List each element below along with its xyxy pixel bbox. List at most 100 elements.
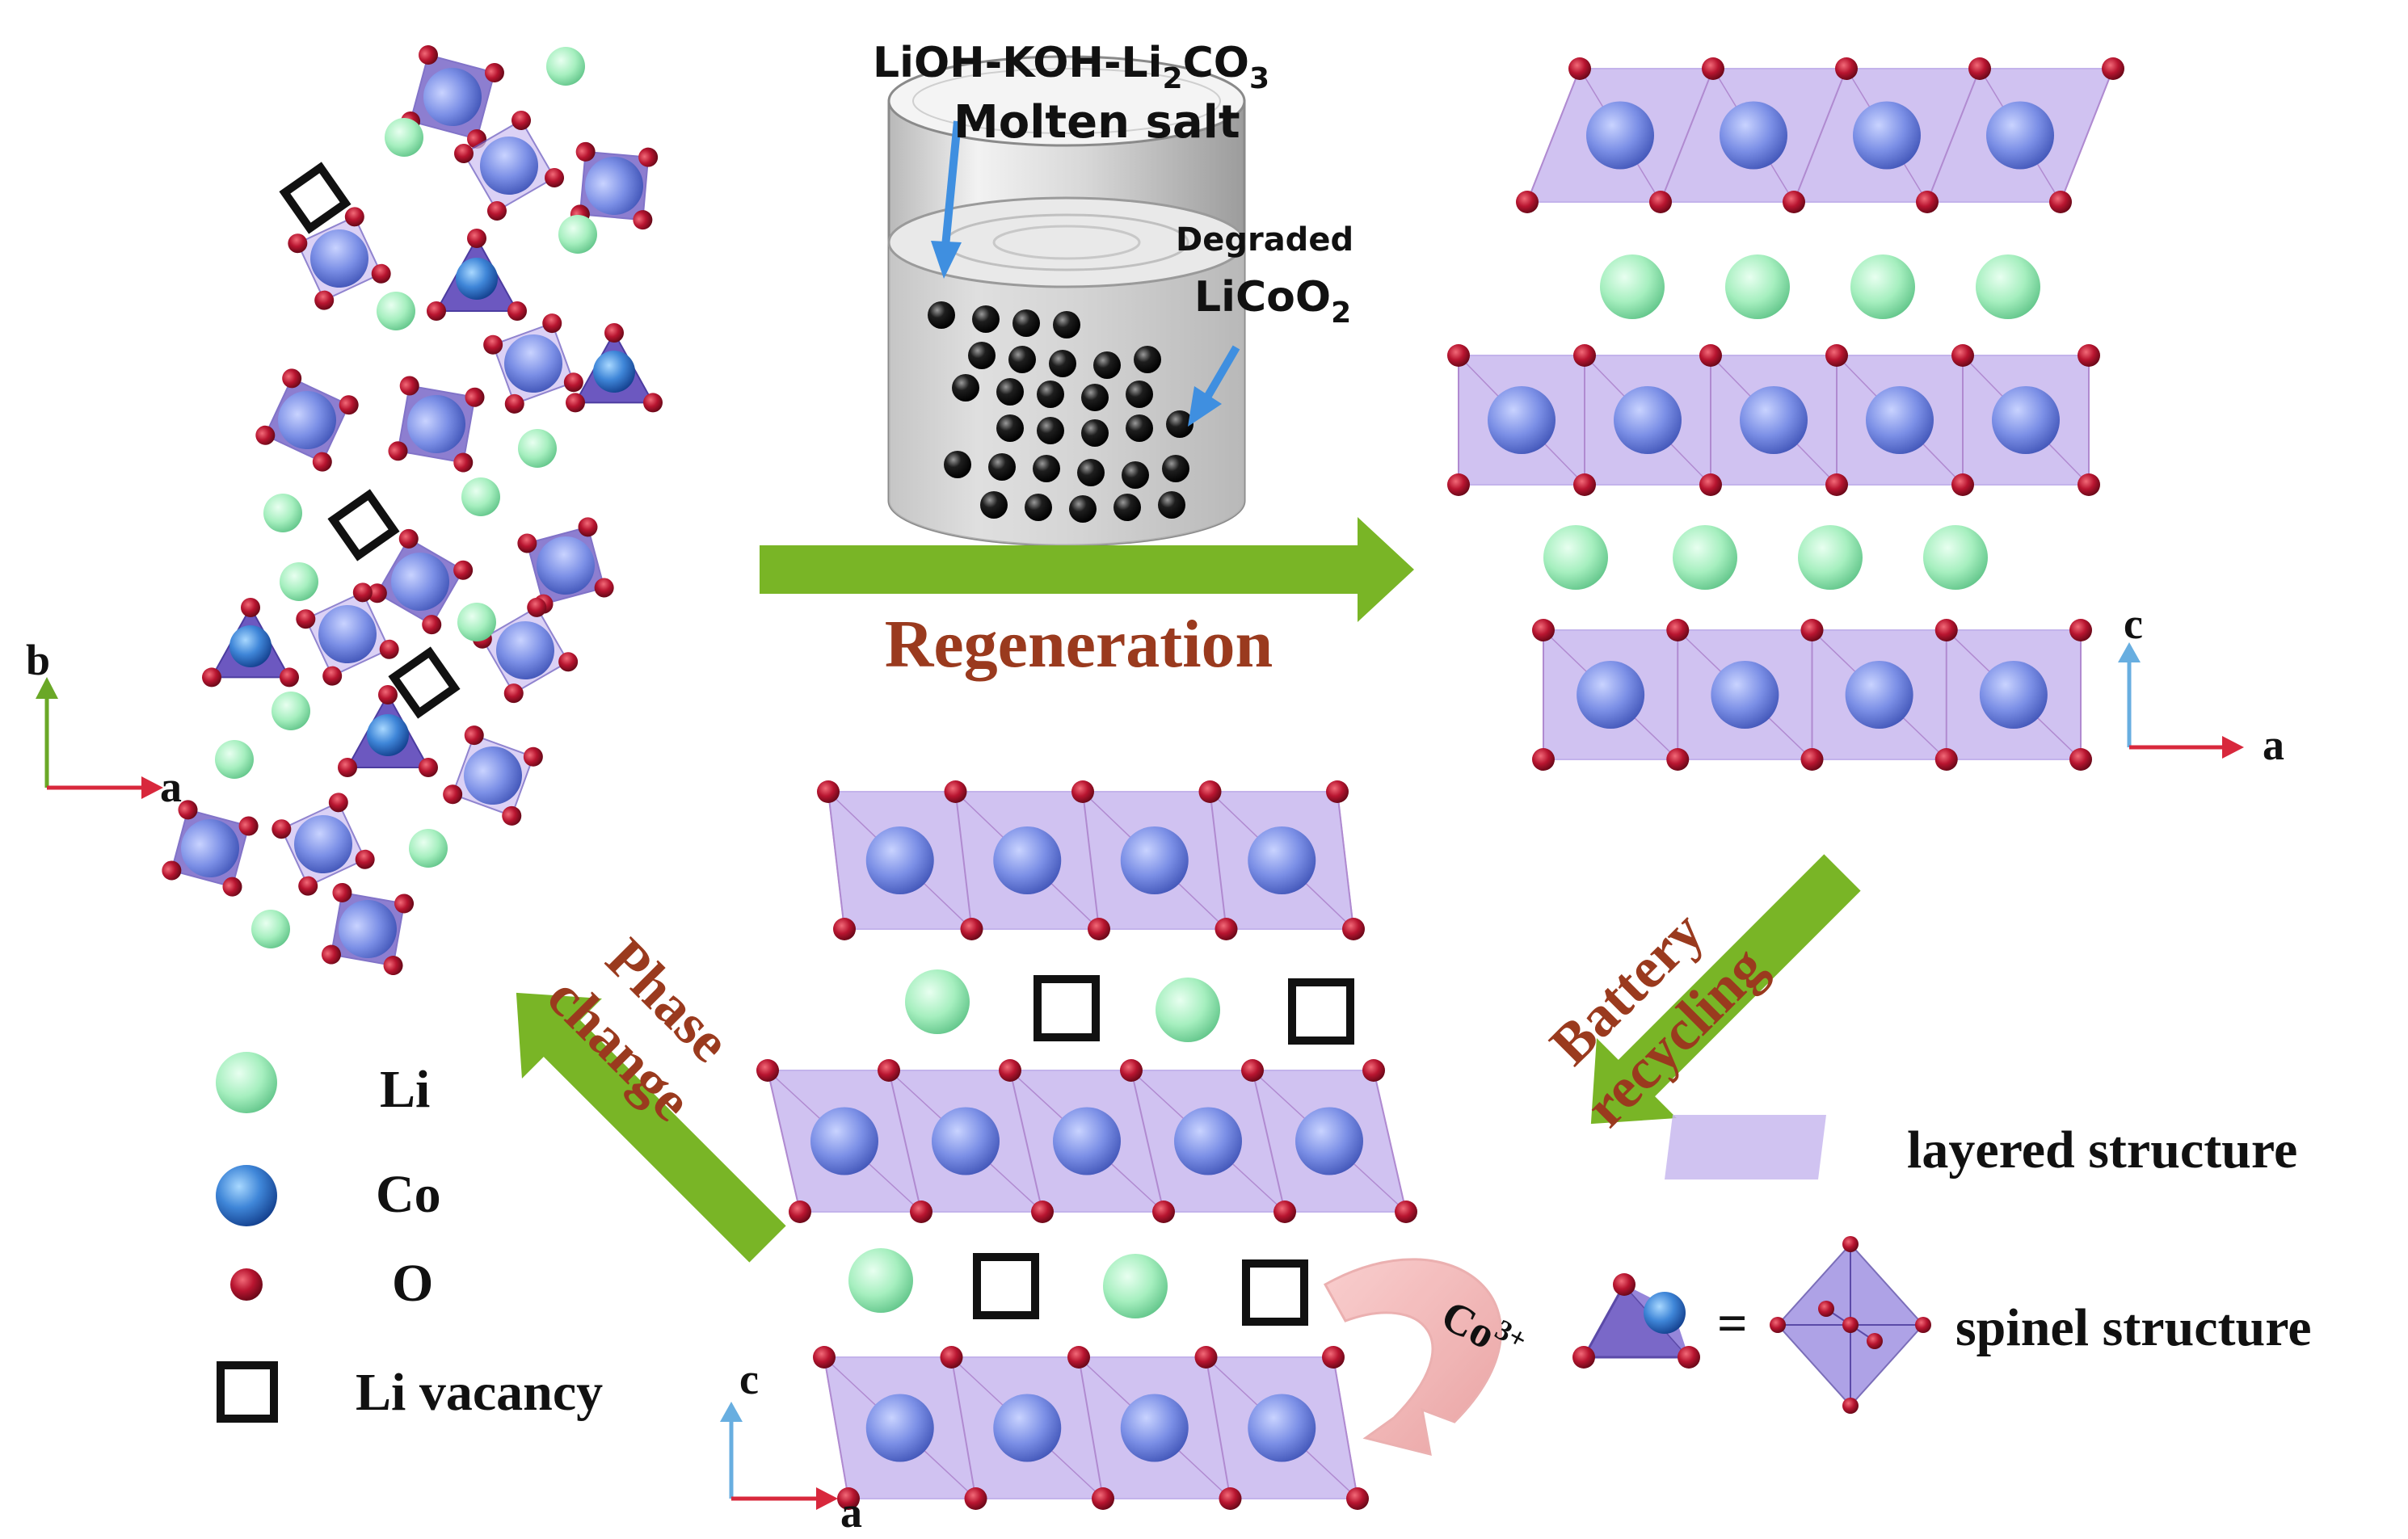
oxygen-atom xyxy=(1800,748,1824,771)
oxygen-atom xyxy=(453,143,474,163)
cobalt-atom xyxy=(1845,661,1913,729)
oxygen-atom xyxy=(1273,1201,1296,1223)
oxygen-atom xyxy=(328,793,348,813)
licoo2-particle xyxy=(952,374,979,402)
oxygen-atom xyxy=(1346,1487,1369,1510)
oxygen-atom xyxy=(222,877,242,897)
licoo2-particle xyxy=(988,453,1016,481)
lithium-atom xyxy=(457,603,496,641)
cobalt-atom xyxy=(1120,1394,1189,1462)
cobalt-atom xyxy=(1586,101,1654,170)
oxygen-atom xyxy=(419,45,438,65)
legend-o-label: O xyxy=(392,1254,433,1313)
oxygen-atom xyxy=(1395,1201,1417,1223)
co3-migration-arrow xyxy=(1323,1258,1502,1457)
phase-change-label: Phase change xyxy=(535,926,743,1133)
licoo2-particle xyxy=(1069,495,1097,523)
li-vacancy xyxy=(388,646,461,719)
legend-o-swatch xyxy=(230,1268,263,1301)
licoo2-particle xyxy=(1081,419,1109,447)
oxygen-atom xyxy=(280,667,299,688)
lithium-atom xyxy=(461,477,500,516)
oxygen-atom xyxy=(960,918,983,940)
cobalt-atom xyxy=(993,826,1062,894)
oxygen-atom xyxy=(1783,191,1805,213)
oxygen-atom xyxy=(394,894,415,914)
disordered-spinel-structure xyxy=(162,45,663,976)
coo6-octahedron xyxy=(388,376,485,473)
oxygen-atom xyxy=(1825,473,1848,496)
lithium-atom xyxy=(280,562,318,601)
lithium-atom xyxy=(1543,525,1608,590)
legend-vacancy-label: Li vacancy xyxy=(356,1363,603,1422)
oxygen-atom xyxy=(312,452,332,472)
oxygen-atom xyxy=(1532,619,1555,641)
oxygen-atom xyxy=(484,63,504,82)
oxygen-atom xyxy=(422,615,442,635)
lithium-atom xyxy=(1725,254,1790,319)
lithium-atom xyxy=(1850,254,1915,319)
lithium-atom xyxy=(377,292,415,330)
oxygen-atom xyxy=(2069,748,2092,771)
oxygen-atom xyxy=(378,685,398,704)
cobalt-atom xyxy=(1740,386,1808,454)
legend-tetrahedron-icon xyxy=(1572,1273,1700,1369)
battery-recycling-arrow xyxy=(1590,854,1861,1125)
coo6-octahedron xyxy=(296,582,399,686)
oxygen-atom xyxy=(633,210,653,230)
legend-li-swatch xyxy=(216,1052,277,1113)
oxygen-atom xyxy=(1198,780,1222,803)
oxygen-atom xyxy=(527,597,547,617)
oxygen-atom xyxy=(383,956,403,976)
oxygen-atom xyxy=(507,301,527,321)
cobalt-atom xyxy=(1711,661,1779,729)
lithium-atom xyxy=(905,969,970,1034)
axis-label-b: b xyxy=(26,636,50,684)
oxygen-atom xyxy=(1934,619,1958,641)
legend-layered-label: layered structure xyxy=(1907,1121,2297,1179)
cobalt-atom xyxy=(1986,101,2054,170)
cobalt-atom xyxy=(993,1394,1062,1462)
oxygen-atom xyxy=(1699,473,1722,496)
oxygen-atom xyxy=(1322,1346,1345,1369)
lithium-atom xyxy=(1923,525,1988,590)
licoo2-particle xyxy=(996,378,1024,406)
coo6-octahedron xyxy=(162,800,259,897)
coo6-octahedron xyxy=(453,110,565,221)
lithium-atom xyxy=(251,910,290,948)
oxygen-atom xyxy=(1699,344,1722,367)
licoo2-particle xyxy=(996,414,1024,442)
oxygen-atom xyxy=(1649,191,1672,213)
oxygen-atom xyxy=(638,147,659,167)
oxygen-atom xyxy=(1934,748,1958,771)
oxygen-atom xyxy=(355,849,375,869)
coo6-octahedron xyxy=(517,517,614,614)
oxygen-atom xyxy=(511,110,532,130)
oxygen-atom xyxy=(1825,344,1848,367)
axis-label-a-spinel: a xyxy=(160,763,182,811)
oxygen-atom xyxy=(344,207,364,227)
oxygen-atom xyxy=(604,323,624,343)
coo4-tetrahedron xyxy=(427,229,527,321)
layered-slab xyxy=(1516,57,2124,213)
lithium-atom xyxy=(272,692,310,730)
coo6-octahedron xyxy=(483,313,583,414)
molten-salt-formula: LiOH-KOH-Li2CO3 xyxy=(873,39,1269,95)
cobalt-atom xyxy=(423,68,482,126)
oxygen-atom xyxy=(789,1201,811,1223)
oxygen-atom xyxy=(1916,191,1939,213)
axes-spinel: b a xyxy=(26,636,182,811)
licoo2-particle xyxy=(1122,461,1149,489)
oxygen-atom xyxy=(399,376,419,396)
molten-salt-label: Molten salt xyxy=(954,96,1240,149)
oxygen-atom xyxy=(523,746,543,767)
oxygen-atom xyxy=(465,387,485,407)
legend-structures: layered structure = spinel structure xyxy=(1572,1115,2312,1414)
oxygen-atom xyxy=(241,598,260,617)
oxygen-atom xyxy=(1800,619,1824,641)
cobalt-atom xyxy=(1720,101,1787,170)
oxygen-atom xyxy=(483,334,503,355)
molten-salt-pointer-arrow xyxy=(931,120,962,279)
oxygen-atom xyxy=(837,1487,860,1510)
oxygen-atom xyxy=(910,1201,932,1223)
